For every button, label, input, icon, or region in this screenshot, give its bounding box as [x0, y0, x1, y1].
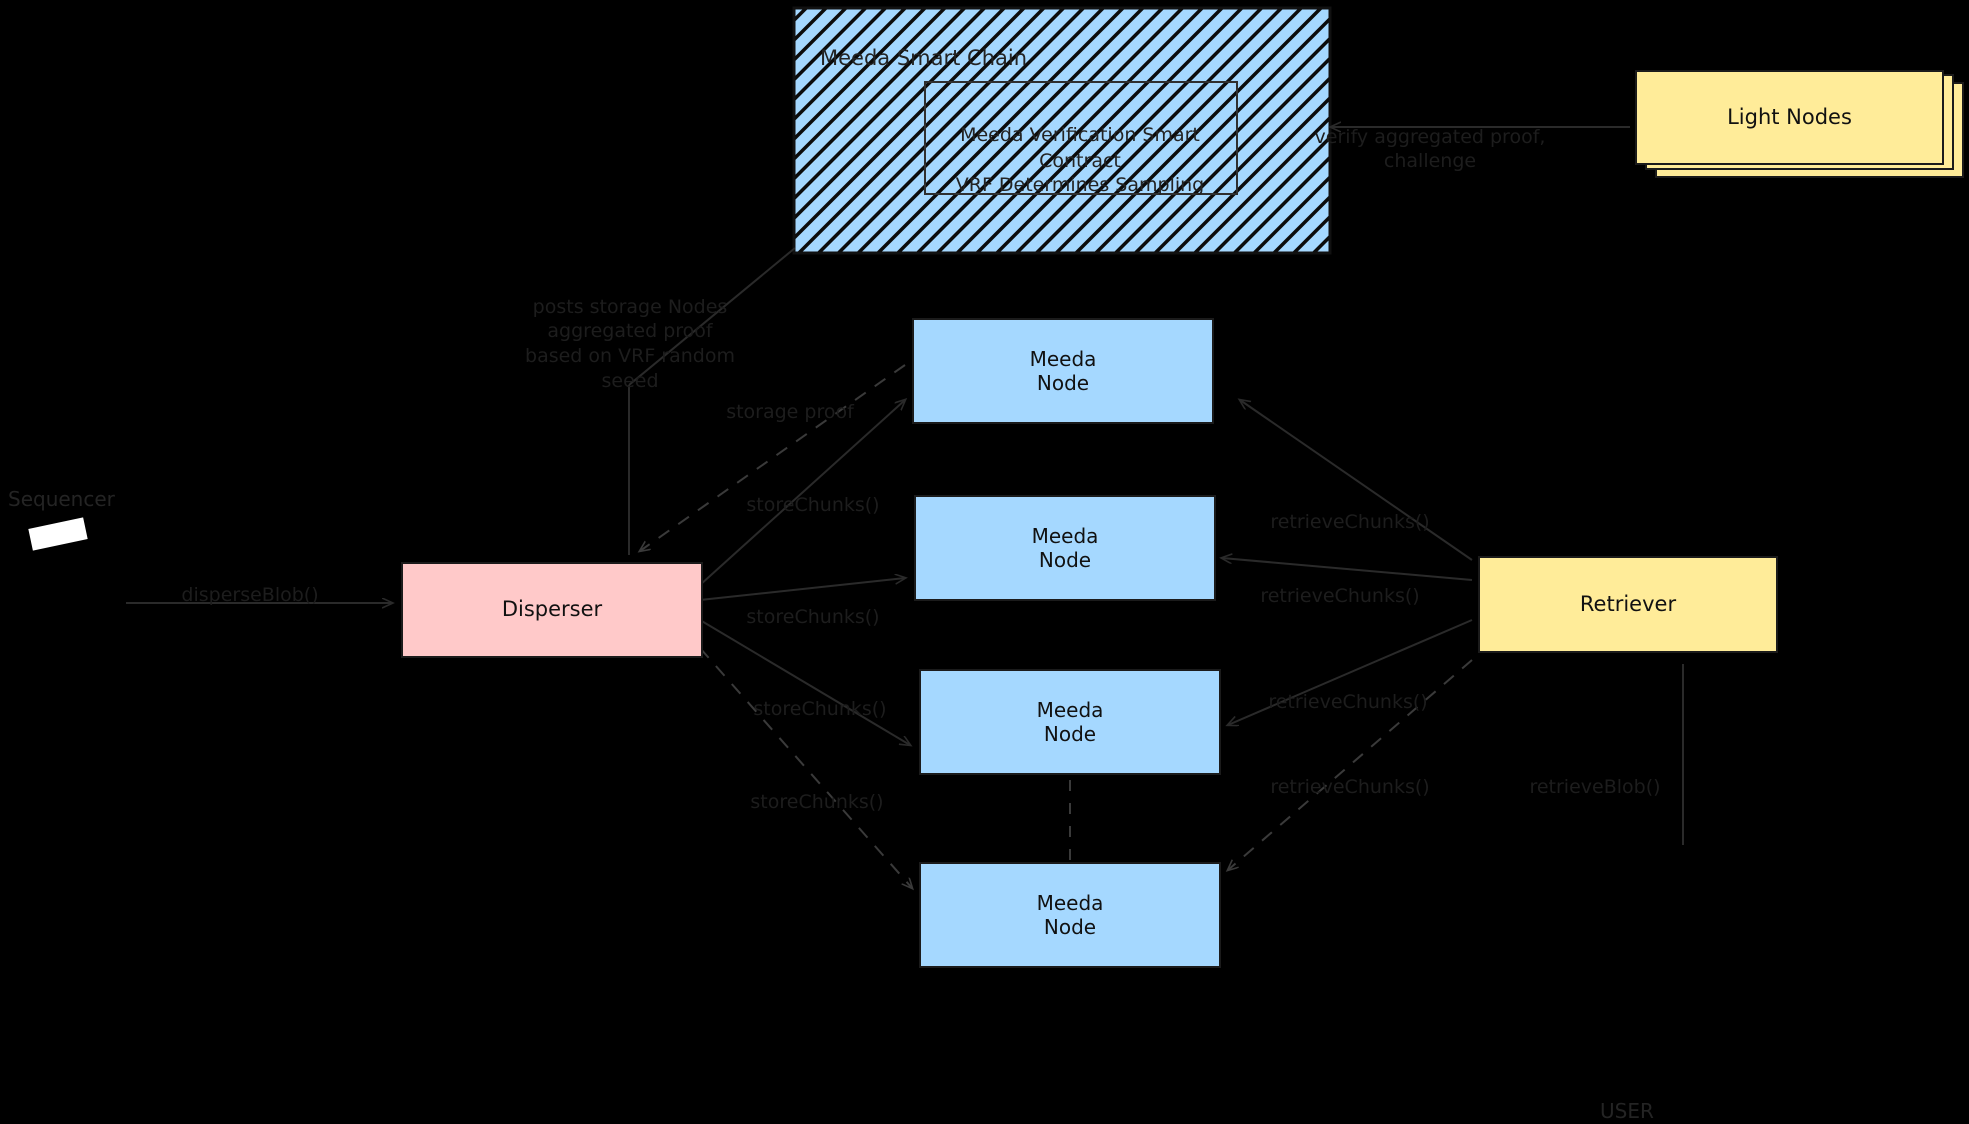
edge-retrieve-chunks-1 [1240, 400, 1473, 561]
edge-retrieve-chunks-2 [1222, 558, 1473, 581]
meeda-node-2-label: Meeda Node [1031, 523, 1099, 572]
retriever-label: Retriever [1579, 591, 1677, 616]
retriever-box[interactable]: Retriever [1478, 556, 1778, 653]
meeda-node-4-label: Meeda Node [1036, 890, 1104, 939]
edge-store-chunks-2 [699, 578, 905, 601]
meeda-node-3[interactable]: Meeda Node [919, 669, 1221, 775]
edge-retrieve-chunks-3 [1228, 619, 1473, 725]
meeda-node-1[interactable]: Meeda Node [912, 318, 1214, 424]
meeda-node-3-label: Meeda Node [1036, 697, 1104, 746]
disperser-label: Disperser [501, 597, 603, 622]
meeda-node-2[interactable]: Meeda Node [914, 495, 1216, 601]
edge-store-chunks-1 [699, 400, 905, 586]
light-nodes-label: Light Nodes [1727, 104, 1852, 129]
edge-retrieve-chunks-4 [1228, 659, 1473, 870]
disperser-box[interactable]: Disperser [401, 562, 703, 658]
light-nodes-box[interactable]: Light Nodes [1635, 70, 1944, 165]
meeda-node-4[interactable]: Meeda Node [919, 862, 1221, 968]
meeda-smart-chain-container [792, 6, 1332, 255]
meeda-node-1-label: Meeda Node [1029, 346, 1097, 395]
edge-storage-proof [640, 364, 906, 551]
edge-store-chunks-3 [699, 619, 910, 745]
edge-store-chunks-4 [699, 647, 912, 888]
